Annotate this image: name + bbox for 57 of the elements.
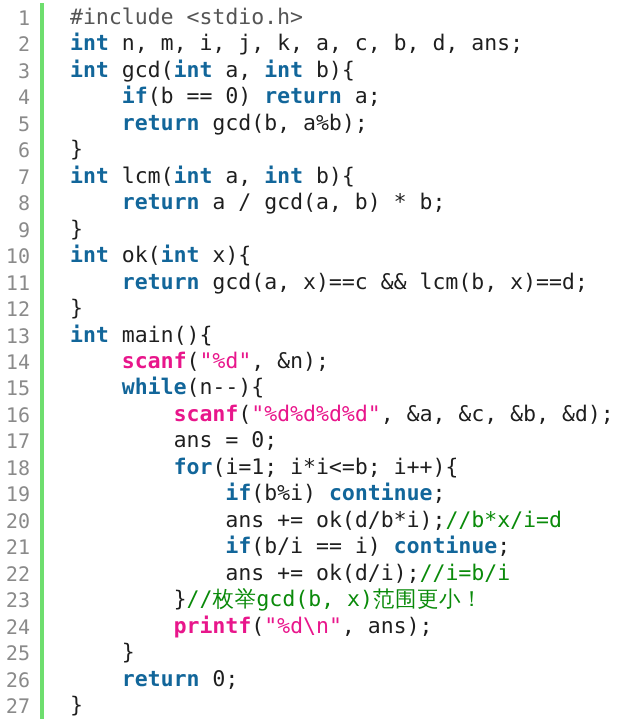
line-number: 3	[16, 58, 30, 84]
line-number: 27	[4, 692, 30, 720]
line-number: 26	[4, 666, 30, 693]
line-number: 15	[4, 375, 30, 402]
code-line: return 0;	[122, 666, 238, 692]
line-number: 14	[4, 348, 30, 376]
code-line: }	[70, 296, 83, 322]
line-number: 17	[4, 428, 30, 455]
code-line: ans = 0;	[174, 428, 278, 454]
code-line: return gcd(a, x)==c && lcm(b, x)==d;	[122, 270, 588, 295]
code-line: printf("%d\n", ans);	[174, 614, 432, 639]
code-line: int main(){	[70, 322, 212, 348]
line-number: 11	[4, 270, 30, 296]
code-line: for(i=1; i*i<=b; i++){	[174, 454, 458, 480]
line-number: 7	[16, 164, 30, 190]
code-line: ans += ok(d/i);	[225, 560, 420, 586]
line-number: 18	[4, 454, 30, 482]
line-number: 13	[4, 322, 30, 349]
line-number: 2	[16, 31, 30, 58]
code-line: int n, m, i, j, k, a, c, b, d, ans;	[70, 31, 524, 56]
line-number: 10	[4, 243, 30, 270]
code-line: }	[70, 216, 83, 242]
code-line: return a / gcd(a, b) * b;	[122, 190, 446, 216]
line-number: 25	[4, 640, 30, 666]
code-line: while(n--){	[122, 375, 264, 400]
line-number: 23	[4, 587, 30, 614]
line-number: 9	[16, 216, 30, 244]
code-line: if(b%i) continue;	[225, 481, 446, 506]
code-line: int gcd(int a, int b){	[70, 58, 355, 83]
line-number: 21	[4, 534, 30, 561]
code-line: }	[174, 587, 187, 612]
code-line: scanf("%d%d%d%d", &a, &c, &b, &d);	[174, 402, 614, 427]
code-comment: //i=b/i	[420, 560, 510, 586]
line-number: 19	[4, 481, 30, 508]
code-line: if(b/i == i) continue;	[225, 534, 510, 560]
code-line: }	[70, 692, 83, 718]
line-number: 4	[16, 84, 30, 111]
code-comment: //b*x/i=d	[445, 508, 562, 533]
line-number: 1	[16, 5, 30, 32]
code-line: ans += ok(d/b*i);	[225, 508, 446, 533]
code-line: }	[122, 640, 135, 666]
code-line: if(b == 0) return a;	[122, 84, 381, 110]
line-number: 8	[16, 190, 30, 217]
code-line: return gcd(b, a%b);	[122, 110, 368, 136]
line-number: 5	[16, 110, 30, 138]
code-line: }	[70, 137, 83, 162]
line-number: 22	[4, 560, 30, 588]
line-number: 24	[4, 614, 30, 640]
line-number: 12	[4, 296, 30, 322]
code-line: int lcm(int a, int b){	[70, 164, 355, 189]
code-line: #include <stdio.h>	[70, 5, 303, 30]
line-number: 6	[16, 137, 30, 164]
code-comment: //枚举gcd(b, x)范围更小！	[186, 587, 483, 612]
code-line: scanf("%d", &n);	[122, 348, 329, 374]
line-number: 16	[4, 402, 30, 428]
code-line: int ok(int x){	[70, 243, 252, 268]
line-number: 20	[4, 508, 30, 534]
